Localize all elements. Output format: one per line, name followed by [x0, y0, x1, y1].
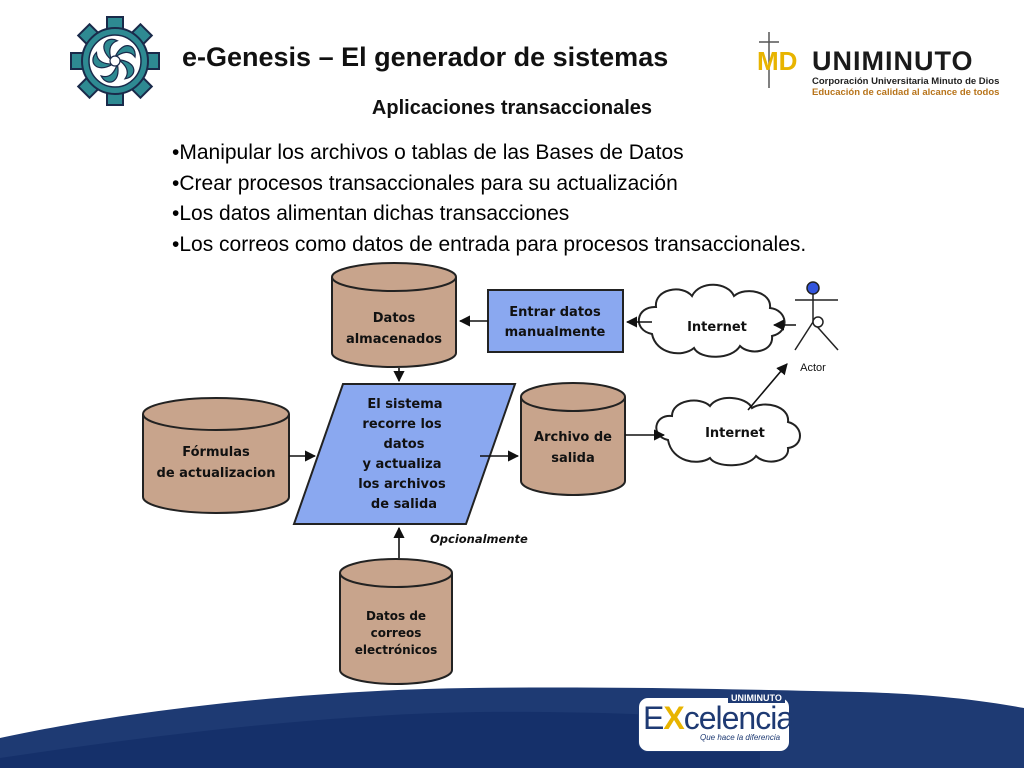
- internet-top-label: Internet: [687, 320, 747, 335]
- system-label-2: recorre los: [362, 417, 441, 432]
- formulas-label-1: Fórmulas: [182, 445, 250, 460]
- stored-data-label-1: Datos: [373, 311, 416, 326]
- brand-line-2: Educación de calidad al alcance de todos: [812, 87, 1000, 98]
- system-process-parallelogram: El sistema recorre los datos y actualiza…: [292, 383, 517, 525]
- page-subtitle: Aplicaciones transaccionales: [371, 97, 653, 119]
- optional-label: Opcionalmente: [430, 532, 528, 546]
- bullet-item: •Manipular los archivos o tablas de las …: [172, 141, 684, 164]
- formulas-cylinder: Fórmulas de actualizacion: [142, 397, 290, 514]
- output-file-cylinder: Archivo de salida: [520, 382, 626, 496]
- brand-block: UNIMINUTO Corporación Universitaria Minu…: [812, 46, 1000, 99]
- actor-label: Actor: [800, 362, 826, 374]
- email-data-label-2: correos: [371, 626, 422, 640]
- stored-data-label-2: almacenados: [346, 332, 442, 347]
- internet-cloud-top: Internet: [637, 283, 786, 358]
- system-label-3: datos: [384, 437, 425, 452]
- page-title: e-Genesis – El generador de sistemas: [182, 42, 669, 72]
- bullet-item: •Los correos como datos de entrada para …: [172, 232, 807, 256]
- arrow-internet-to-actor: [747, 363, 788, 411]
- excelencia-tagline: Que hace la diferencia: [700, 733, 781, 742]
- gear-logo-icon: [70, 16, 160, 106]
- system-label-4: y actualiza: [363, 457, 442, 472]
- email-data-cylinder: Datos de correos electrónicos: [339, 558, 453, 685]
- bullet-list: •Manipular los archivos o tablas de las …: [172, 138, 806, 260]
- email-data-label-1: Datos de: [366, 609, 426, 623]
- excelencia-logo: EXcelencia: [643, 700, 794, 737]
- system-label-5: los archivos: [358, 477, 446, 492]
- manual-entry-label-1: Entrar datos: [509, 305, 601, 320]
- system-label-1: El sistema: [367, 397, 442, 412]
- stored-data-cylinder: Datos almacenados: [331, 262, 457, 368]
- formulas-label-2: de actualizacion: [157, 466, 276, 481]
- internet-cloud-bottom: Internet: [655, 397, 801, 467]
- md-logo-icon: MD: [757, 32, 797, 88]
- excelencia-e: E: [643, 700, 664, 736]
- actor-icon: [794, 281, 839, 351]
- bullet-item: •Crear procesos transaccionales para su …: [172, 171, 678, 195]
- email-data-label-3: electrónicos: [355, 643, 438, 657]
- bullet-item: •Los datos alimentan dichas transaccione…: [172, 202, 570, 225]
- system-label-6: de salida: [371, 497, 437, 512]
- output-file-label-1: Archivo de: [534, 430, 612, 445]
- brand-name: UNIMINUTO: [812, 46, 974, 76]
- excelencia-badge: [638, 697, 790, 752]
- excelencia-rest: celencia: [683, 700, 794, 736]
- excelencia-small-label: UNIMINUTO: [728, 693, 785, 703]
- manual-entry-box: Entrar datos manualmente: [487, 289, 624, 353]
- internet-bottom-label: Internet: [705, 426, 765, 441]
- manual-entry-label-2: manualmente: [505, 325, 606, 340]
- output-file-label-2: salida: [551, 451, 595, 466]
- excelencia-x: X: [663, 700, 684, 736]
- footer-wave-inner: [0, 711, 760, 768]
- md-logo-text: MD: [757, 46, 797, 76]
- brand-line-1: Corporación Universitaria Minuto de Dios: [812, 76, 1000, 87]
